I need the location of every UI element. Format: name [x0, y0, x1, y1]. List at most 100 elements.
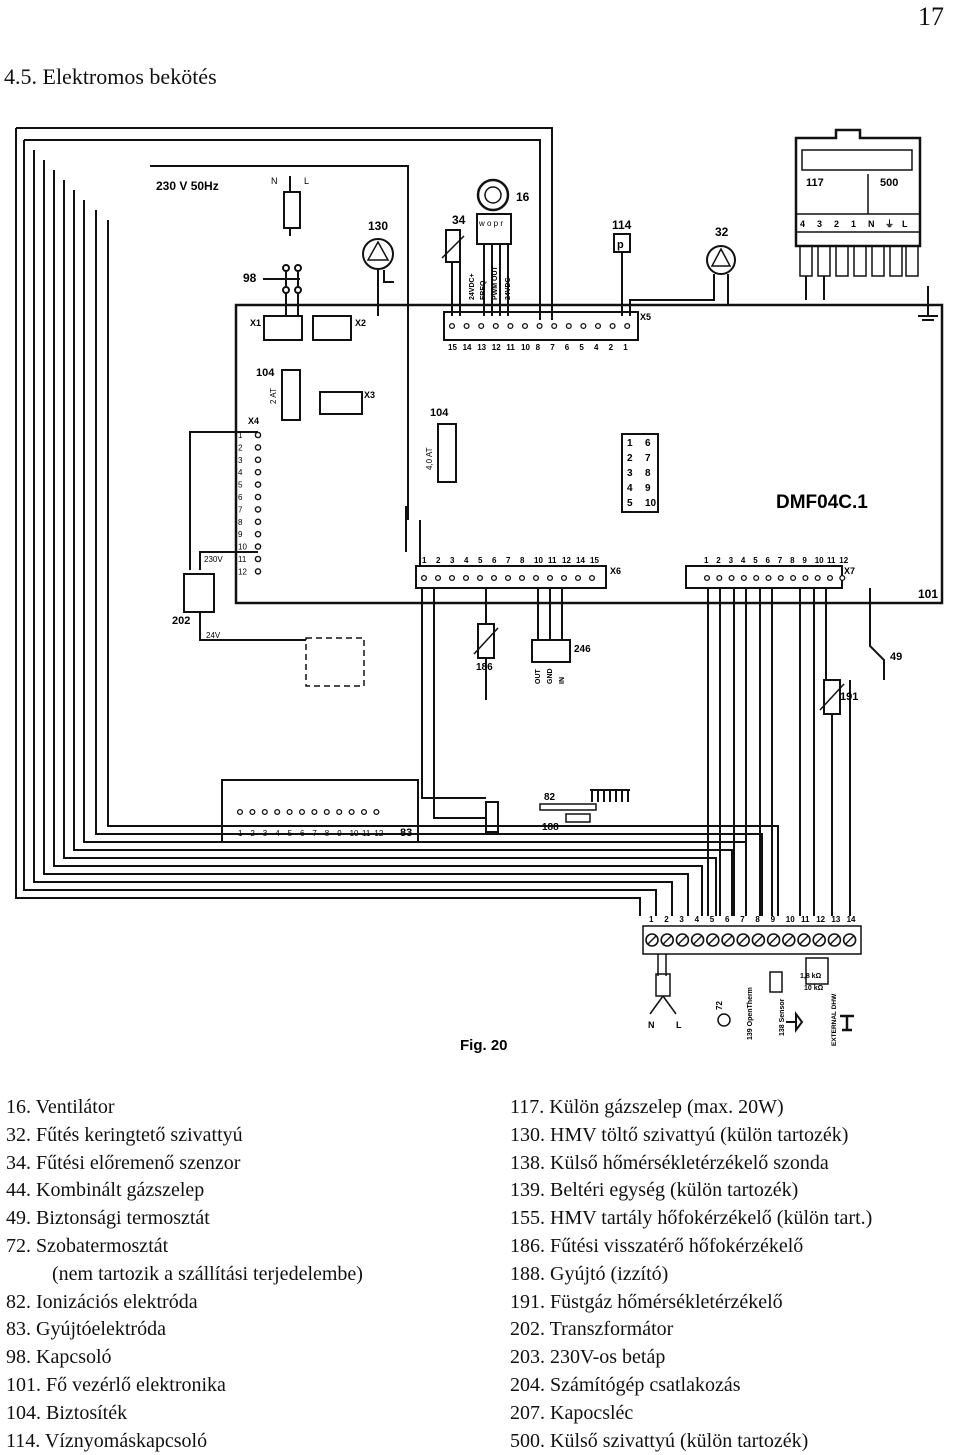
- ext-module-window: [801, 149, 913, 171]
- terminal-strip-screws: [645, 933, 857, 947]
- strip-83-pin-label-11: 12: [374, 829, 383, 838]
- terminal-strip-screw-slot-9: [784, 935, 794, 945]
- supply-l-label: L: [304, 176, 309, 186]
- ext-module-500: 500: [880, 177, 898, 189]
- gas-valve-44-symbol: [305, 637, 365, 687]
- x4b-left-pin-1: 2: [627, 453, 633, 464]
- x5-pin-label-12: 1: [623, 343, 628, 352]
- x4-pin-dot-4: [254, 481, 262, 488]
- x4b-right-pin-0: 6: [645, 438, 651, 449]
- legend-left-item: 49. Biztonsági termosztát: [6, 1207, 210, 1230]
- ext-module-pin-6: L: [902, 219, 908, 229]
- x7-pin-label-5: 6: [766, 556, 771, 565]
- main-board: [234, 303, 944, 605]
- sensor-186-symbol: [477, 623, 495, 659]
- legend-right-item: 117. Külön gázszelep (max. 20W): [510, 1096, 784, 1118]
- legend-right-item: 203. 230V-os betáp: [510, 1346, 666, 1369]
- connector-x1-block: [263, 315, 303, 341]
- x7-pin-label-10: 11: [827, 556, 836, 565]
- terminal-83-block: [221, 779, 419, 843]
- terminal-strip-screw-slot-4: [708, 935, 718, 945]
- x4b-left-pin-3: 4: [627, 483, 633, 494]
- x7-pin-dot-3: [740, 574, 747, 582]
- x4-pin-dot-10: [254, 555, 262, 563]
- terminal-strip-pin-label-2: 3: [679, 915, 684, 924]
- wire-51: [869, 588, 885, 680]
- strip-83-pin-label-9: 10: [350, 829, 359, 838]
- electrode-188-body: [565, 813, 591, 823]
- legend-right-list: 117. Külön gázszelep (max. 20W) 130. HMV …: [510, 1094, 960, 1455]
- x5-signal-3: 24VDC-: [505, 274, 512, 300]
- transformer-202-symbol: [183, 573, 215, 613]
- pump-130-arrow: [366, 240, 390, 261]
- x4-pin-label-10: 11: [238, 555, 247, 564]
- terminal-strip-pin-label-4: 5: [710, 915, 715, 924]
- legend-left-item: 98. Kapcsoló: [6, 1346, 112, 1369]
- fuse-104b-symbol: [437, 423, 457, 483]
- wire-7: [83, 200, 747, 916]
- ext-module-pin-0: 4: [800, 219, 805, 229]
- legend-right-item: 186. Fűtési visszatérő hőfokérzékelő: [510, 1234, 804, 1257]
- pump-130-label: 130: [368, 219, 388, 233]
- x6-pin-label-8: 10: [534, 556, 543, 565]
- x7-pin-label-3: 4: [741, 556, 746, 565]
- x4b-outline: [621, 433, 659, 513]
- sensor-34-slash: [441, 235, 465, 259]
- pump-130-symbol: [362, 238, 394, 270]
- sensor-34-symbol: [445, 229, 461, 263]
- x6-pin-label-6: 7: [506, 556, 511, 565]
- x6-pin-label-11: 14: [576, 556, 585, 565]
- connector-x3-block: [319, 391, 363, 415]
- strip-83-pin-label-7: 8: [325, 829, 330, 838]
- x7-pin-dot-8: [802, 574, 809, 582]
- x4-pin-label-5: 6: [238, 493, 243, 502]
- terminal-strip-screw-slot-7: [753, 935, 763, 945]
- x6-pin-label-5: 6: [492, 556, 497, 565]
- sensor-191-label: 191: [840, 691, 858, 703]
- comm-pin-2: IN: [559, 677, 566, 684]
- x5-signal-1: FREQ: [480, 280, 487, 300]
- tstrip-l: L: [676, 1020, 682, 1030]
- x7-pin-dot-9: [814, 574, 821, 582]
- legend-left-item: 16. Ventilátor: [6, 1096, 115, 1118]
- burner-comb: [590, 789, 630, 802]
- connector-x5-block: [443, 311, 639, 341]
- x4-pin-dot-9: [254, 543, 262, 550]
- x4-pin-dot-11: [254, 568, 262, 575]
- board-number: 101: [918, 587, 938, 601]
- strip-83-pin-label-3: 4: [275, 829, 280, 838]
- legend-right-item: 188. Gyújtó (izzító): [510, 1262, 669, 1285]
- legend-left-item: 44. Kombinált gázszelep: [6, 1179, 205, 1202]
- x5-pin-dot-2: [478, 322, 485, 330]
- legend-right-item: 130. HMV töltő szivattyú (külön tartozék…: [510, 1123, 849, 1146]
- x4-pin-label-7: 8: [238, 518, 243, 527]
- wire-11: [24, 139, 541, 320]
- section-title: 4.5. Elektromos bekötés: [4, 64, 217, 89]
- strip-83-pin-dot-0: [236, 808, 244, 816]
- x5-pin-label-4: 11: [506, 343, 515, 352]
- x6-pin-dot-8: [532, 574, 540, 582]
- x5-pin-dot-5: [521, 322, 529, 330]
- tstrip-ext: EXTERNAL DHW: [831, 993, 838, 1046]
- wire-6: [73, 190, 733, 916]
- electrode-82-label: 82: [544, 792, 556, 803]
- wire-35: [433, 588, 486, 819]
- sensor-191-slash: [819, 683, 845, 711]
- wire-19: [383, 270, 394, 283]
- strip-83-pin-dot-6: [311, 808, 318, 816]
- terminal-83-label: 83: [400, 827, 412, 839]
- electrode-82-body: [539, 803, 597, 811]
- fan-16-symbol: [476, 178, 510, 212]
- x6-pin-dot-11: [574, 574, 582, 582]
- x7-pin-label-1: 2: [716, 556, 721, 565]
- strip-83-pin-dot-2: [261, 808, 268, 816]
- x7-pin-dot-11: [839, 574, 846, 582]
- tstrip-r2: 10 kΩ: [804, 985, 824, 992]
- x5-pin-dot-7: [551, 322, 558, 330]
- terminal-strip-screw-slot-0: [647, 935, 657, 945]
